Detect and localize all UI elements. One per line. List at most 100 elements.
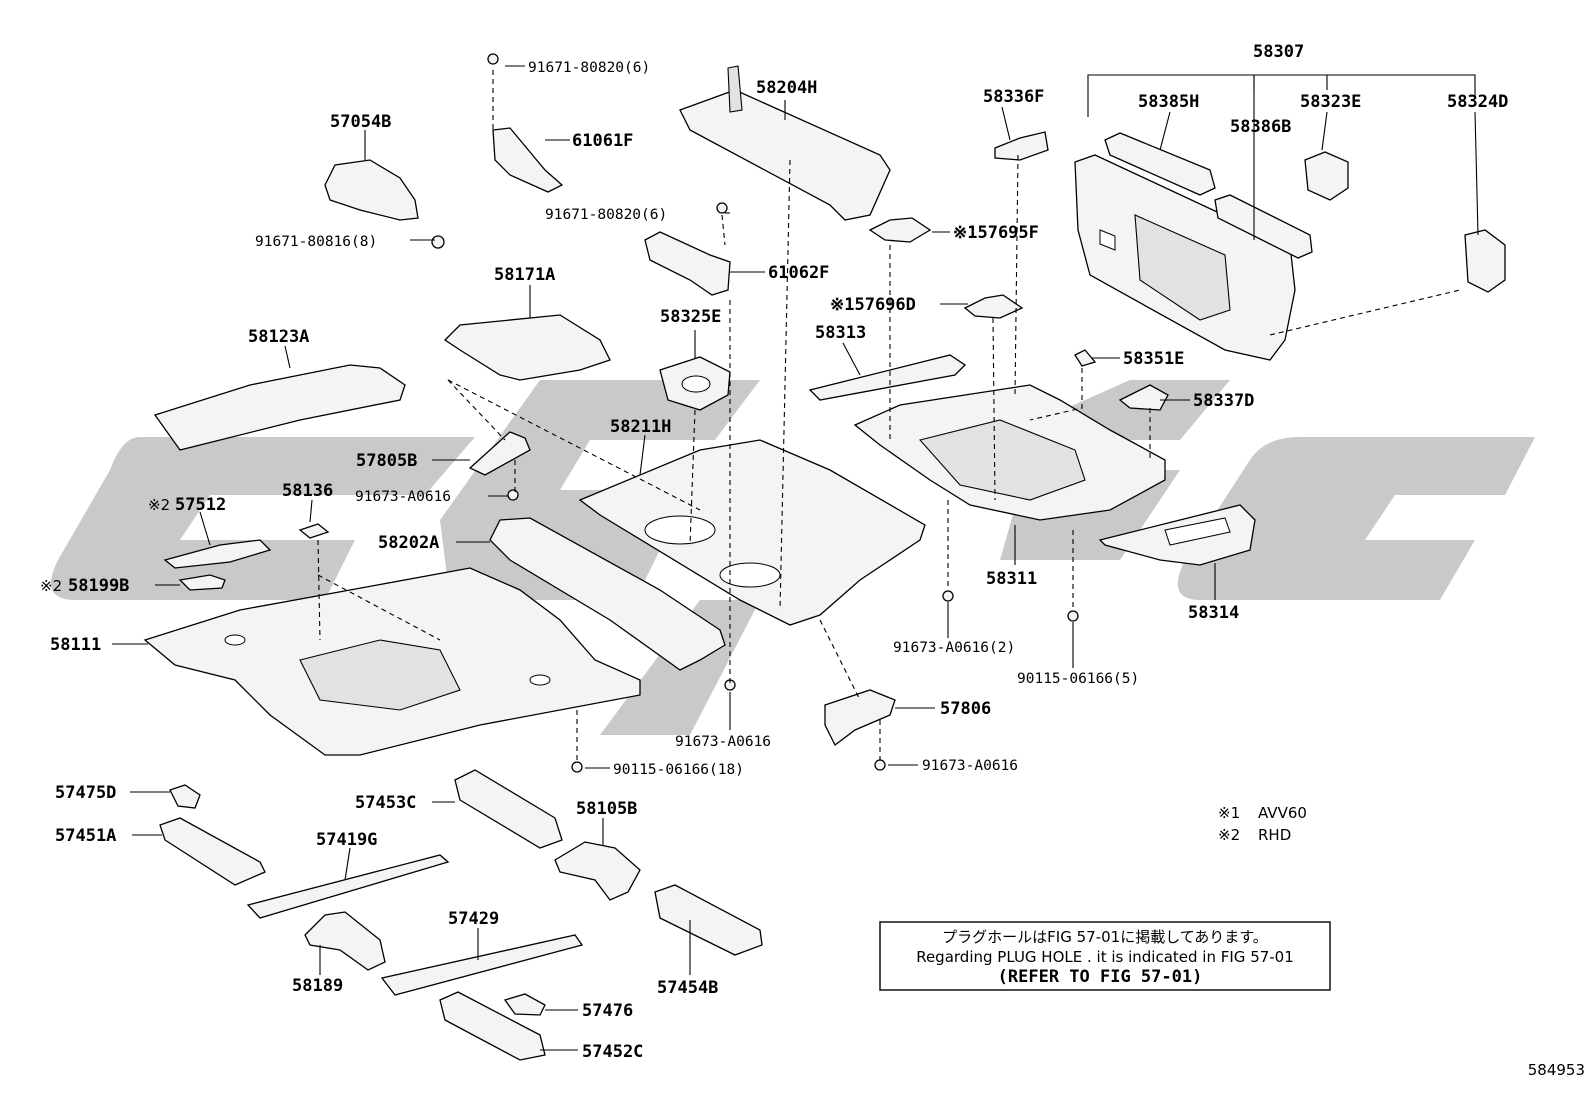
label-61062F[interactable]: 61062F [768, 263, 829, 283]
notice-line-en: Regarding PLUG HOLE . it is indicated in… [916, 948, 1294, 966]
label-58323E[interactable]: 58323E [1300, 92, 1361, 112]
label-91673-A0616-a[interactable]: 91673-A0616 [355, 489, 451, 505]
part-58311-rear-floor-pan[interactable] [853, 384, 1166, 521]
part-57806-bracket[interactable] [824, 689, 896, 746]
part-58324D-bracket[interactable] [1464, 229, 1506, 293]
label-57696D[interactable]: ※157696D [830, 295, 916, 315]
label-61061F[interactable]: 61061F [572, 131, 633, 151]
part-58199B-plate[interactable] [178, 574, 226, 591]
notice-box [879, 921, 1331, 991]
part-61061F-bracket[interactable] [492, 127, 564, 193]
label-91673-A0616-2[interactable]: 91673-A0616(2) [893, 640, 1015, 656]
label-91673-A0616-c[interactable]: 91673-A0616 [922, 758, 1018, 774]
label-58386B[interactable]: 58386B [1230, 117, 1291, 137]
label-58351E[interactable]: 58351E [1123, 349, 1184, 369]
label-58385H[interactable]: 58385H [1138, 92, 1199, 112]
label-57475D[interactable]: 57475D [55, 783, 116, 803]
label-57512[interactable]: 57512 [175, 495, 226, 515]
part-57512-plate[interactable] [163, 539, 272, 569]
legend-text-rhd: RHD [1258, 826, 1291, 844]
label-90115-06166-5[interactable]: 90115-06166(5) [1017, 671, 1139, 687]
label-57695F[interactable]: ※157695F [953, 223, 1039, 243]
label-91673-A0616-b[interactable]: 91673-A0616 [675, 734, 771, 750]
label-91671-80820-6-mid[interactable]: 91671-80820(6) [545, 207, 667, 223]
part-58189-bracket[interactable] [304, 911, 386, 971]
label-58211H[interactable]: 58211H [610, 417, 671, 437]
legend: ※1 AVV60 ※2 RHD [1218, 804, 1307, 844]
part-57476-bracket[interactable] [503, 993, 546, 1016]
label-58336F[interactable]: 58336F [983, 87, 1044, 107]
label-58325E[interactable]: 58325E [660, 307, 721, 327]
label-91671-80816-8[interactable]: 91671-80816(8) [255, 234, 377, 250]
label-58311[interactable]: 58311 [986, 569, 1037, 589]
part-58211H-center-floor[interactable] [578, 439, 926, 626]
label-58189[interactable]: 58189 [292, 976, 343, 996]
label-57476[interactable]: 57476 [582, 1001, 633, 1021]
label-91671-80820-6-top[interactable]: 91671-80820(6) [528, 60, 650, 76]
part-57696D-plate[interactable] [963, 294, 1024, 319]
part-58136-plate[interactable] [298, 523, 330, 539]
part-58386B-reinforcement[interactable] [1214, 194, 1313, 259]
label-57429[interactable]: 57429 [448, 909, 499, 929]
legend-mark-1: ※1 [1218, 804, 1240, 822]
label-58314[interactable]: 58314 [1188, 603, 1239, 623]
part-57429-rocker[interactable] [380, 934, 584, 996]
legend-mark-2: ※2 [1218, 826, 1240, 844]
part-58325E-cover[interactable] [659, 356, 731, 411]
part-58123A-member[interactable] [153, 364, 406, 451]
label-57419G[interactable]: 57419G [316, 830, 377, 850]
label-58202A[interactable]: 58202A [378, 533, 439, 553]
label-58105B[interactable]: 58105B [576, 799, 637, 819]
label-58199B[interactable]: 58199B [68, 576, 129, 596]
leader-lines [112, 65, 1479, 1051]
part-58337D-bracket[interactable] [1118, 384, 1169, 411]
part-58336F-bracket[interactable] [994, 131, 1049, 161]
label-57805B[interactable]: 57805B [356, 451, 417, 471]
label-90115-06166-18[interactable]: 90115-06166(18) [613, 762, 744, 778]
part-57475D-bracket[interactable] [169, 784, 201, 809]
part-58111-front-floor-pan[interactable] [143, 567, 641, 756]
label-58204H[interactable]: 58204H [756, 78, 817, 98]
part-labels: 58307 58385H 58386B 58323E 58324D 58336F… [40, 42, 1508, 1062]
label-58171A[interactable]: 58171A [494, 265, 555, 285]
label-58136[interactable]: 58136 [282, 481, 333, 501]
part-58323E-bracket[interactable] [1304, 151, 1349, 201]
part-58314-panel[interactable] [1098, 504, 1256, 566]
part-58351E-bracket[interactable] [1074, 349, 1097, 367]
part-57695F-plate[interactable] [868, 217, 932, 243]
part-57454B-member[interactable] [654, 884, 763, 956]
label-57454B[interactable]: 57454B [657, 978, 718, 998]
label-57512-mark: ※2 [148, 496, 170, 514]
part-58313-reinforcement[interactable] [808, 354, 967, 401]
bolt-icons [431, 53, 1079, 773]
label-57453C[interactable]: 57453C [355, 793, 416, 813]
label-57452C[interactable]: 57452C [582, 1042, 643, 1062]
part-58307-back-panel[interactable] [1074, 154, 1296, 361]
part-57805B-bracket[interactable] [468, 431, 531, 476]
part-57054B-bracket[interactable] [324, 159, 419, 221]
legend-text-avv60: AVV60 [1258, 804, 1307, 822]
label-57806[interactable]: 57806 [940, 699, 991, 719]
part-58105B-bracket[interactable] [554, 841, 641, 901]
notice-line-jp: プラグホールはFIG 57-01に掲載してあります。 [942, 928, 1268, 946]
label-57451A[interactable]: 57451A [55, 826, 116, 846]
label-58199B-mark: ※2 [40, 577, 62, 595]
label-57054B[interactable]: 57054B [330, 112, 391, 132]
part-61062F-bracket[interactable] [644, 231, 731, 296]
label-58313[interactable]: 58313 [815, 323, 866, 343]
part-58385H-reinforcement[interactable] [1104, 132, 1216, 196]
label-58324D[interactable]: 58324D [1447, 92, 1508, 112]
label-58337D[interactable]: 58337D [1193, 391, 1254, 411]
part-58171A-pan[interactable] [443, 314, 611, 381]
plug-hole-notice: プラグホールはFIG 57-01に掲載してあります。 Regarding PLU… [879, 921, 1331, 991]
label-58111[interactable]: 58111 [50, 635, 101, 655]
part-58202A-tunnel[interactable] [489, 517, 726, 671]
label-58123A[interactable]: 58123A [248, 327, 309, 347]
label-58307[interactable]: 58307 [1253, 42, 1304, 62]
part-57419G-rocker[interactable] [246, 854, 450, 919]
part-57453C-member[interactable] [454, 769, 563, 849]
part-58204H-cross-member[interactable] [679, 65, 891, 221]
part-57451A-member[interactable] [159, 817, 266, 886]
part-57452C-member[interactable] [439, 991, 546, 1061]
